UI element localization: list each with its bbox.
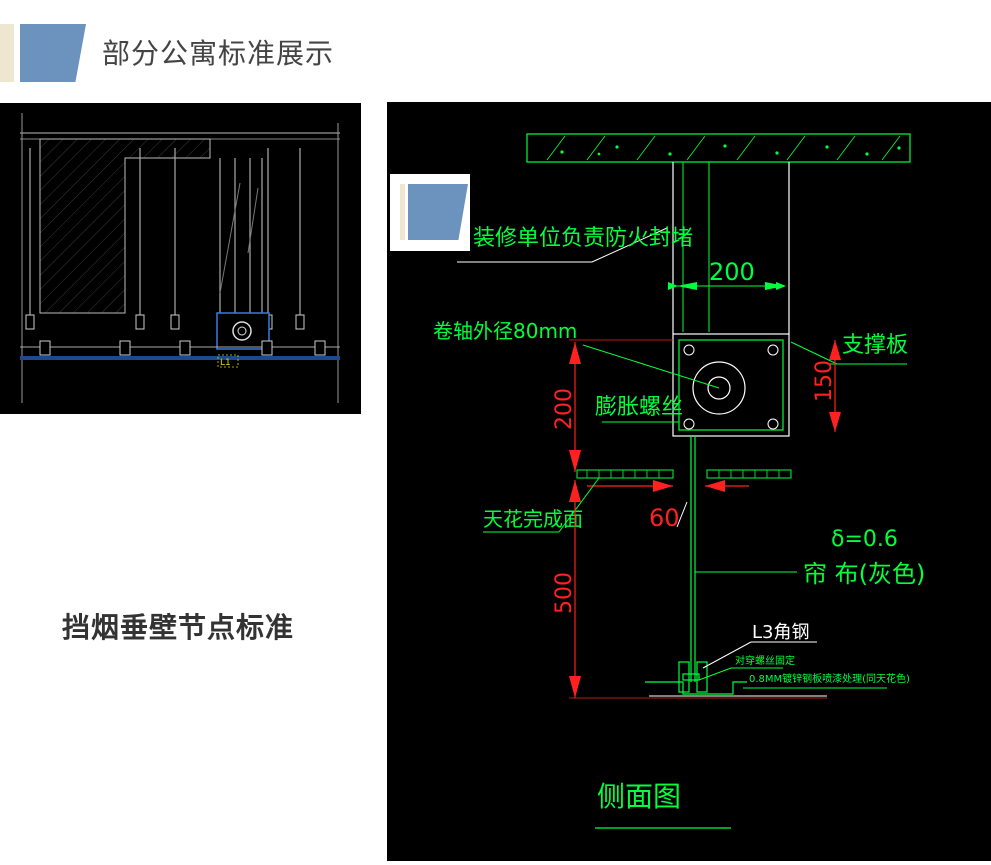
side-view-drawing: 200 装修单位负责防火封堵 卷轴外径80mm 支撑板 膨胀螺丝 200: [387, 102, 991, 861]
height-dim-left-label: 200: [552, 388, 577, 430]
front-view-svg: L1: [20, 113, 340, 403]
gap-dim-label: 60: [649, 504, 680, 532]
front-view-drawing: L1: [0, 103, 361, 414]
height-dim-right-label: 150: [812, 360, 837, 402]
bottom-plate-note: 0.8MM镀锌钢板喷漆处理(同天花色): [749, 672, 910, 685]
support-plate-label: 支撑板: [842, 333, 908, 358]
ceiling-finish-label: 天花完成面: [483, 507, 583, 531]
through-bolt-label: 对穿螺丝固定: [735, 654, 795, 667]
expansion-bolt-label: 膨胀螺丝: [595, 395, 683, 420]
width-dim-label: 200: [709, 258, 755, 286]
page-title: 部分公寓标准展示: [102, 37, 335, 70]
view-title: 侧面图: [597, 780, 681, 813]
reel-diameter-label: 卷轴外径80mm: [433, 319, 577, 343]
front-view-label: L1: [220, 358, 231, 368]
curtain-label: 帘 布(灰色): [803, 560, 925, 588]
side-view-svg: 200 装修单位负责防火封堵 卷轴外径80mm 支撑板 膨胀螺丝 200: [433, 133, 925, 829]
thickness-label: δ=0.6: [831, 527, 898, 552]
angle-steel-label: L3角钢: [752, 622, 809, 643]
fire-seal-note: 装修单位负责防火封堵: [473, 226, 693, 251]
header-accent-beige: [0, 24, 14, 82]
drawing-caption: 挡烟垂壁节点标准: [62, 611, 295, 644]
header-accent-blue: [20, 24, 86, 82]
badge-accent-blue: [408, 184, 468, 240]
drop-dim-label: 500: [552, 572, 577, 614]
badge-accent-beige: [400, 184, 405, 240]
